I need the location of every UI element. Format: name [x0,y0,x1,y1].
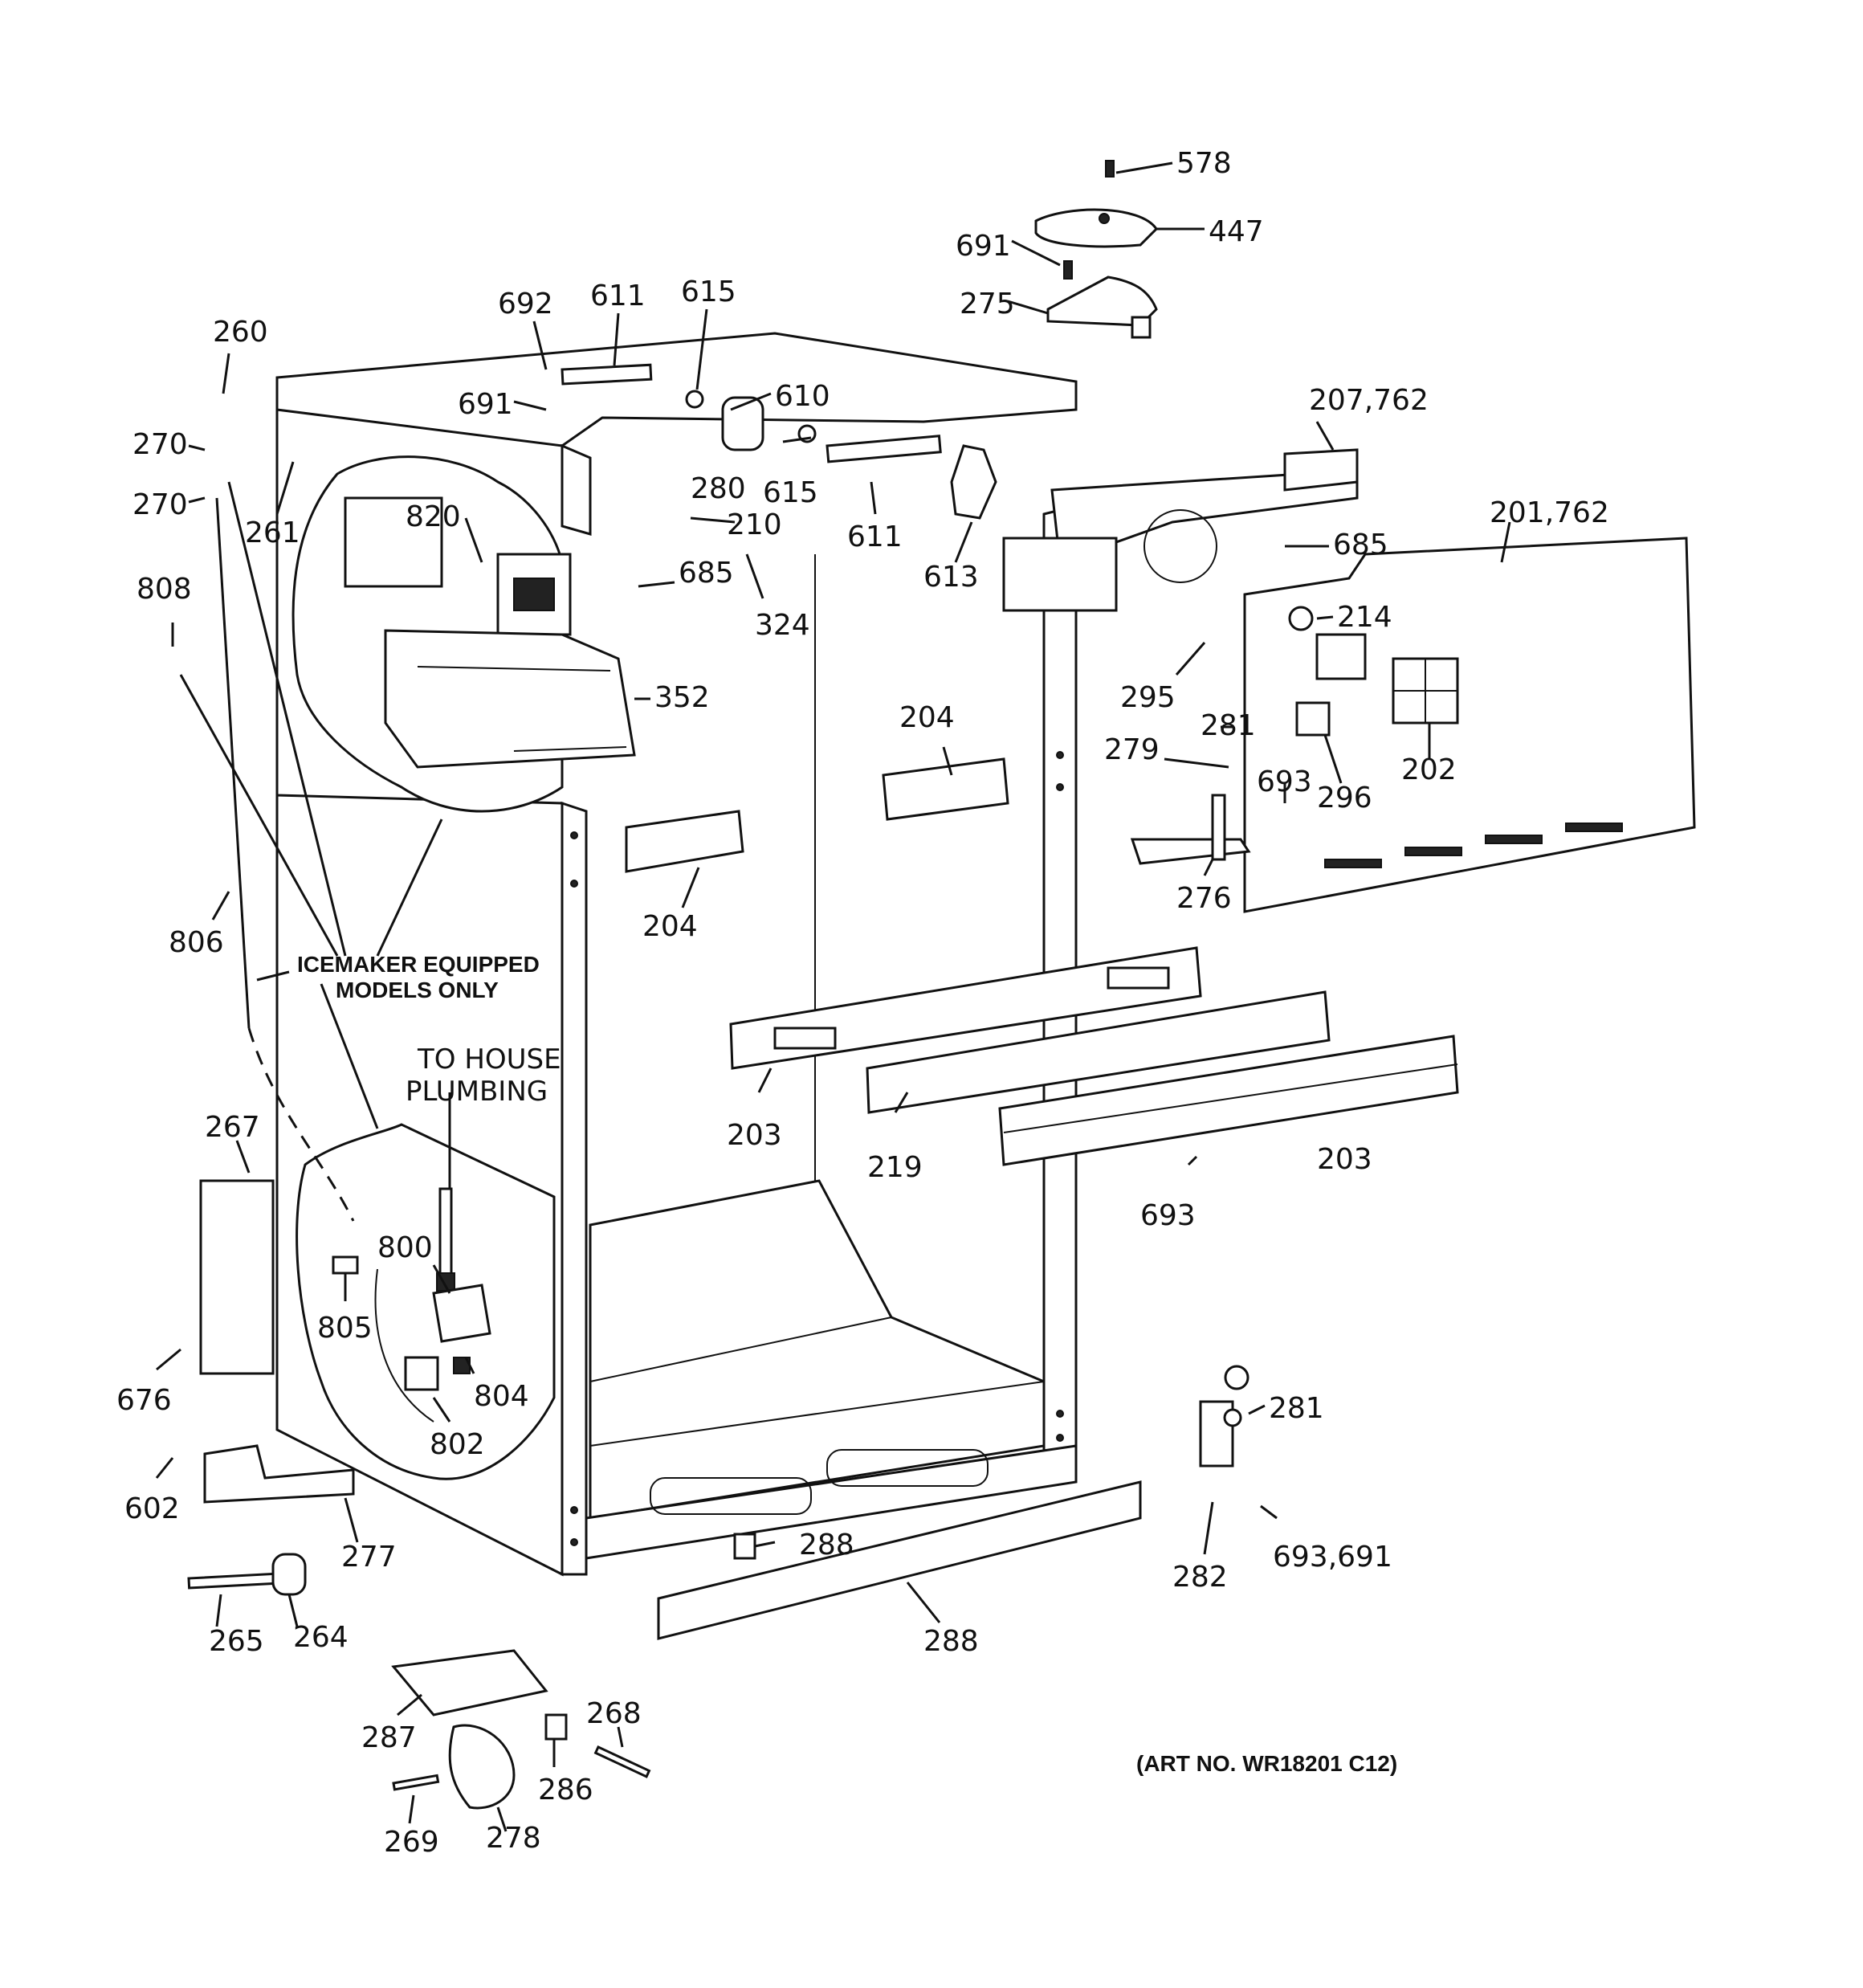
label-282: 282 [1172,1561,1228,1594]
label-693-691: 693,691 [1273,1541,1392,1574]
label-805: 805 [317,1312,373,1345]
label-615b: 615 [763,476,818,509]
label-281a: 281 [1201,709,1256,742]
label-277: 277 [341,1541,397,1574]
art-number: (ART NO. WR18201 C12) [1136,1751,1397,1776]
label-268: 268 [586,1697,642,1730]
leader-lines [155,161,1511,1832]
label-203a: 203 [727,1119,782,1152]
label-219: 219 [867,1151,923,1184]
notes: ICEMAKER EQUIPPED MODELS ONLY TO HOUSE P… [297,952,1397,1776]
label-806: 806 [169,926,224,959]
label-204a: 204 [899,701,955,734]
label-201-762: 201,762 [1490,496,1609,529]
icemaker-cutout [291,455,636,813]
plumbing-cutout [296,1123,556,1480]
part-labels: 578 447 691 275 692 611 615 260 691 610 … [116,147,1609,1859]
label-261: 261 [245,516,300,549]
label-352: 352 [654,681,710,714]
label-288b: 288 [923,1625,979,1658]
lower-parts [187,1179,1142,1810]
label-265: 265 [209,1625,264,1658]
label-270a: 270 [132,428,188,461]
label-267: 267 [205,1111,260,1144]
label-611a: 611 [590,280,646,312]
label-264: 264 [293,1621,349,1654]
label-685a: 685 [1333,529,1388,561]
label-804: 804 [474,1380,529,1413]
label-578: 578 [1176,147,1232,180]
plumbing-note-line1: TO HOUSE [417,1043,561,1076]
label-281b: 281 [1269,1392,1324,1425]
label-207-762: 207,762 [1309,384,1429,417]
rear-panel [1243,537,1696,913]
clamp [332,1255,359,1275]
label-676: 676 [116,1384,172,1417]
icemaker-control [496,553,572,636]
label-202: 202 [1401,753,1457,786]
label-685b: 685 [679,557,734,590]
label-203b: 203 [1317,1143,1372,1176]
label-275: 275 [960,288,1015,320]
icemaker-mold [344,496,443,588]
label-278: 278 [486,1822,541,1855]
label-280: 280 [691,472,746,505]
label-613: 613 [923,561,979,594]
plumbing-note-line2: PLUMBING [406,1076,548,1108]
label-260: 260 [213,316,268,349]
evap-fan-assembly [561,363,997,520]
label-800: 800 [377,1231,433,1264]
label-295: 295 [1120,681,1176,714]
label-324: 324 [755,609,810,642]
brackets [625,757,1251,1468]
label-691b: 691 [458,388,513,421]
label-204b: 204 [642,910,698,943]
label-820: 820 [406,500,461,533]
label-270b: 270 [132,488,188,521]
label-691a: 691 [956,230,1011,263]
label-210: 210 [727,508,782,541]
label-611b: 611 [847,520,903,553]
label-447: 447 [1209,215,1264,248]
water-valve [432,1284,491,1343]
mullion-bars [729,946,1459,1166]
label-286: 286 [538,1774,593,1806]
label-802: 802 [430,1428,485,1461]
label-693b: 693 [1140,1199,1196,1232]
label-602: 602 [124,1492,180,1525]
label-610: 610 [775,380,830,413]
ice-bucket [384,629,636,769]
label-276: 276 [1176,882,1232,915]
label-279: 279 [1104,733,1160,766]
label-692: 692 [498,288,553,320]
top-hinge [1034,160,1158,339]
valve-tube [374,1268,434,1423]
fan-shroud [1002,448,1359,612]
label-296: 296 [1317,782,1372,814]
label-287: 287 [361,1721,417,1754]
label-269: 269 [384,1826,439,1859]
label-214: 214 [1337,601,1392,634]
icemaker-note-line2: MODELS ONLY [336,978,499,1002]
icemaker-note-line1: ICEMAKER EQUIPPED [297,952,540,977]
label-615a: 615 [681,276,736,308]
label-693a: 693 [1257,765,1312,798]
supply-line [438,1187,453,1279]
label-808: 808 [137,573,192,606]
label-288a: 288 [799,1529,854,1561]
